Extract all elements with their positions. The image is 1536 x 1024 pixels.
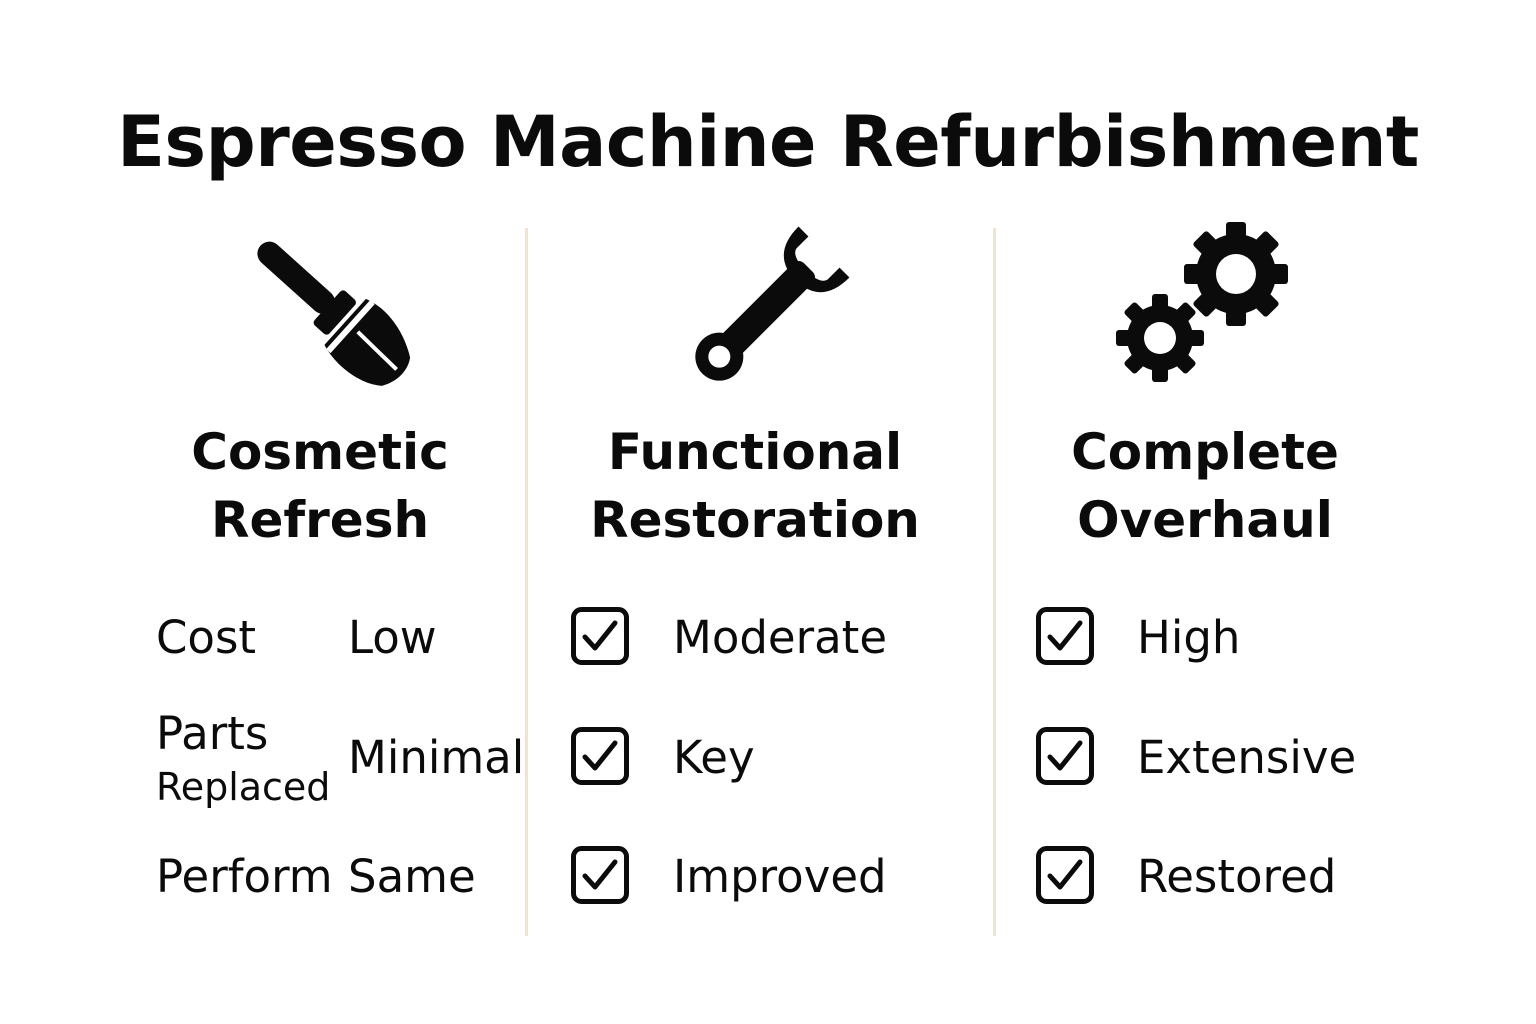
column-title-line: Functional <box>607 423 903 481</box>
row-value-parts: Minimal <box>348 731 525 784</box>
checkbox-checked-icon <box>571 846 629 904</box>
column-title-cosmetic: Cosmetic Refresh <box>150 418 490 554</box>
row-value-cost: High <box>1137 611 1241 664</box>
row-value-cost: Moderate <box>673 611 888 664</box>
checkbox-checked-icon <box>1036 727 1094 785</box>
row-label-replaced: Replaced <box>156 765 331 809</box>
row-value-perform: Same <box>348 850 476 903</box>
column-title-line: Cosmetic <box>191 423 449 481</box>
checkbox-checked-icon <box>571 607 629 665</box>
row-value-cost: Low <box>348 611 437 664</box>
column-title-line: Refresh <box>210 491 430 549</box>
row-label-cost: Cost <box>156 611 257 664</box>
checkbox-checked-icon <box>571 727 629 785</box>
row-label-perform: Perform <box>156 850 333 903</box>
paintbrush-icon <box>257 241 411 386</box>
checkbox-checked-icon <box>1036 607 1094 665</box>
row-value-perform: Restored <box>1137 850 1337 903</box>
checkbox-checked-icon <box>1036 846 1094 904</box>
wrench-icon <box>695 226 850 381</box>
column-title-functional: Functional Restoration <box>585 418 925 554</box>
page-title: Espresso Machine Refurbishment <box>117 101 1419 183</box>
column-title-line: Restoration <box>590 491 920 549</box>
row-value-parts: Extensive <box>1137 731 1357 784</box>
row-label-parts: Parts <box>156 707 269 760</box>
row-value-perform: Improved <box>673 850 887 903</box>
column-title-complete: Complete Overhaul <box>1035 418 1375 554</box>
column-title-line: Overhaul <box>1077 491 1333 549</box>
column-title-line: Complete <box>1071 423 1339 481</box>
row-value-parts: Key <box>673 731 755 784</box>
gears-icon <box>1116 222 1288 382</box>
column-divider-1 <box>525 228 528 936</box>
column-divider-2 <box>993 228 996 936</box>
